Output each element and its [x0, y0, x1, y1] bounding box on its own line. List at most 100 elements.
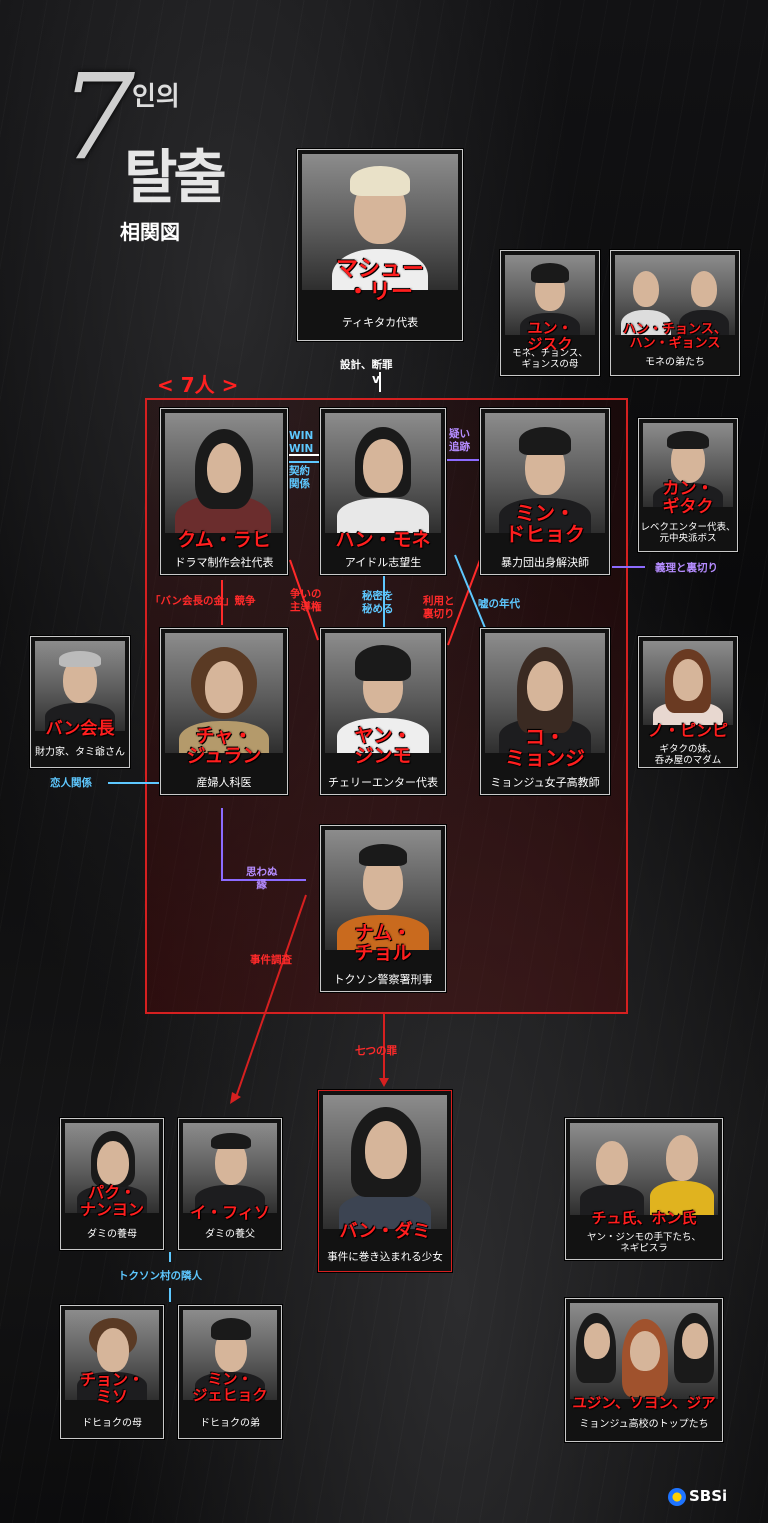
role-park: ダミの養母	[87, 1229, 137, 1240]
card-min[interactable]: ミン・ ドヒョク 暴力団出身解決師	[480, 408, 610, 575]
role-cha: 産婦人科医	[196, 776, 252, 789]
role-yun: モネ、チョンス、 ギョンスの母	[512, 348, 588, 370]
name-han-brothers: ハン・チョンス、 ハン・ギョンス	[623, 322, 727, 351]
card-yang[interactable]: ヤン・ ジンモ チェリーエンター代表	[320, 628, 446, 795]
name-chu: チュ氏、ホン氏	[591, 1209, 697, 1227]
label-contract: 契約 関係	[289, 465, 310, 490]
role-chu: ヤン・ジンモの手下たち、 ネギピスラ	[586, 1232, 701, 1254]
card-matthew[interactable]: マシュー ・リー ティキタカ代表	[297, 149, 463, 341]
card-jeon[interactable]: チョン・ ミソ ドヒョクの母	[60, 1305, 164, 1439]
card-ko[interactable]: コ・ ミョンジ ミョンジュ女子高教師	[480, 628, 610, 795]
card-monet[interactable]: ハン・モネ アイドル志望生	[320, 408, 446, 575]
portrait-ko	[485, 633, 605, 753]
name-cha: チャ・ ジュラン	[186, 725, 262, 767]
name-dami: バン・ダミ	[339, 1221, 431, 1242]
label-rinjin: トクソン村の隣人	[118, 1270, 202, 1282]
label-giri: 義理と裏切り	[655, 562, 718, 574]
name-ko: コ・ ミョンジ	[505, 725, 585, 770]
arrow-nanatsu	[379, 1078, 389, 1087]
name-ban-kaicho: バン会長	[45, 719, 115, 739]
portrait-min-jae	[183, 1310, 277, 1400]
line-uso	[454, 554, 491, 641]
line-arasoi	[289, 559, 319, 641]
portrait-kumu	[165, 413, 283, 533]
role-min-jae: ドヒョクの弟	[200, 1418, 260, 1429]
sbs-logo: SBSi	[668, 1487, 727, 1506]
role-yujin: ミョンジュ高校のトップたち	[579, 1419, 709, 1430]
logo-korean-main: 탈출	[124, 143, 227, 211]
name-yujin: ユジン、ソヨン、ジア	[572, 1396, 716, 1412]
portrait-kang	[643, 423, 733, 507]
portrait-yun	[505, 255, 595, 335]
name-yang: ヤン・ ジンモ	[354, 725, 412, 767]
sbs-logo-icon	[668, 1487, 686, 1506]
role-yang: チェリーエンター代表	[328, 776, 438, 789]
portrait-ban-kaicho	[35, 641, 125, 731]
portrait-yang	[325, 633, 441, 753]
portrait-no	[643, 641, 733, 725]
portrait-han-brothers	[615, 255, 735, 335]
role-ban-kaicho: 財力家、タミ爺さん	[35, 747, 125, 758]
card-cha[interactable]: チャ・ ジュラン 産婦人科医	[160, 628, 288, 795]
label-doubt: 疑い 追跡	[449, 428, 470, 453]
name-min: ミン・ ドヒョク	[505, 501, 585, 546]
card-yujin[interactable]: ユジン、ソヨン、ジア ミョンジュ高校のトップたち	[565, 1298, 723, 1442]
portrait-min	[485, 413, 605, 533]
logo-seven: 7	[60, 48, 136, 186]
portrait-matthew	[302, 154, 458, 290]
label-winwin: WIN WIN	[289, 430, 314, 455]
portrait-jeon	[65, 1310, 159, 1400]
name-no: ノ・ピンピ	[647, 721, 728, 740]
name-matthew: マシュー ・リー	[335, 257, 424, 306]
role-kumu: ドラマ制作会社代表	[174, 556, 274, 569]
portrait-cha	[165, 633, 283, 753]
card-nam[interactable]: ナム・ チョル トクソン警察署刑事	[320, 825, 446, 992]
portrait-nam	[325, 830, 441, 950]
role-kang: レベクエンター代表、 元中央派ボス	[640, 522, 736, 544]
label-jiken: 事件調査	[250, 954, 292, 966]
show-logo: 7 인의 탈출	[60, 48, 260, 211]
card-lee[interactable]: イ・フィソ ダミの養父	[178, 1118, 282, 1250]
chevron-down-icon: v	[372, 372, 380, 386]
line-omowanu	[221, 808, 306, 881]
label-omowanu: 思わぬ 縁	[246, 866, 278, 891]
label-riyou: 利用と 裏切り	[423, 595, 455, 620]
card-dami[interactable]: バン・ダミ 事件に巻き込まれる少女	[318, 1090, 452, 1272]
name-kang: カン・ ギタク	[662, 479, 714, 517]
name-yun: ユン・ ジスク	[527, 319, 573, 353]
portrait-yujin	[570, 1303, 718, 1399]
card-kang[interactable]: カン・ ギタク レベクエンター代表、 元中央派ボス	[638, 418, 738, 552]
role-no: ギタクの妹、 呑み屋のマダム	[654, 744, 722, 766]
label-design: 設計、断罪	[340, 359, 393, 371]
card-no[interactable]: ノ・ピンピ ギタクの妹、 呑み屋のマダム	[638, 636, 738, 768]
card-park[interactable]: パク・ ナンヨン ダミの養母	[60, 1118, 164, 1250]
card-yun[interactable]: ユン・ ジスク モネ、チョンス、 ギョンスの母	[500, 250, 600, 376]
label-uso: 嘘の年代	[478, 598, 520, 610]
portrait-park	[65, 1123, 159, 1213]
role-lee: ダミの養父	[205, 1229, 255, 1240]
name-min-jae: ミン・ ジェヒョク	[192, 1370, 268, 1404]
card-ban-kaicho[interactable]: バン会長 財力家、タミ爺さん	[30, 636, 130, 768]
portrait-chu	[570, 1123, 718, 1215]
card-chu[interactable]: チュ氏、ホン氏 ヤン・ジンモの手下たち、 ネギピスラ	[565, 1118, 723, 1260]
label-koibito: 恋人関係	[50, 777, 92, 789]
name-kumu: クム・ラヒ	[177, 529, 271, 551]
role-min: 暴力団出身解決師	[501, 556, 589, 569]
role-monet: アイドル志望生	[344, 556, 422, 569]
portrait-lee	[183, 1123, 277, 1213]
card-han-brothers[interactable]: ハン・チョンス、 ハン・ギョンス モネの弟たち	[610, 250, 740, 376]
role-ko: ミョンジュ女子高教師	[490, 776, 600, 789]
name-nam: ナム・ チョル	[354, 922, 412, 964]
arrow-jiken	[230, 1092, 241, 1104]
name-park: パク・ ナンヨン	[79, 1183, 144, 1219]
seven-people-title: < 7人 >	[157, 373, 239, 397]
label-nanatsu: 七つの罪	[355, 1045, 397, 1057]
card-min-jae[interactable]: ミン・ ジェヒョク ドヒョクの弟	[178, 1305, 282, 1439]
role-matthew: ティキタカ代表	[341, 316, 419, 329]
line-riyou	[447, 559, 481, 646]
page-subtitle: 相関図	[120, 220, 180, 244]
card-kumu[interactable]: クム・ラヒ ドラマ制作会社代表	[160, 408, 288, 575]
label-ban-money: 「バン会長の金」競争	[150, 595, 256, 607]
portrait-monet	[325, 413, 441, 533]
